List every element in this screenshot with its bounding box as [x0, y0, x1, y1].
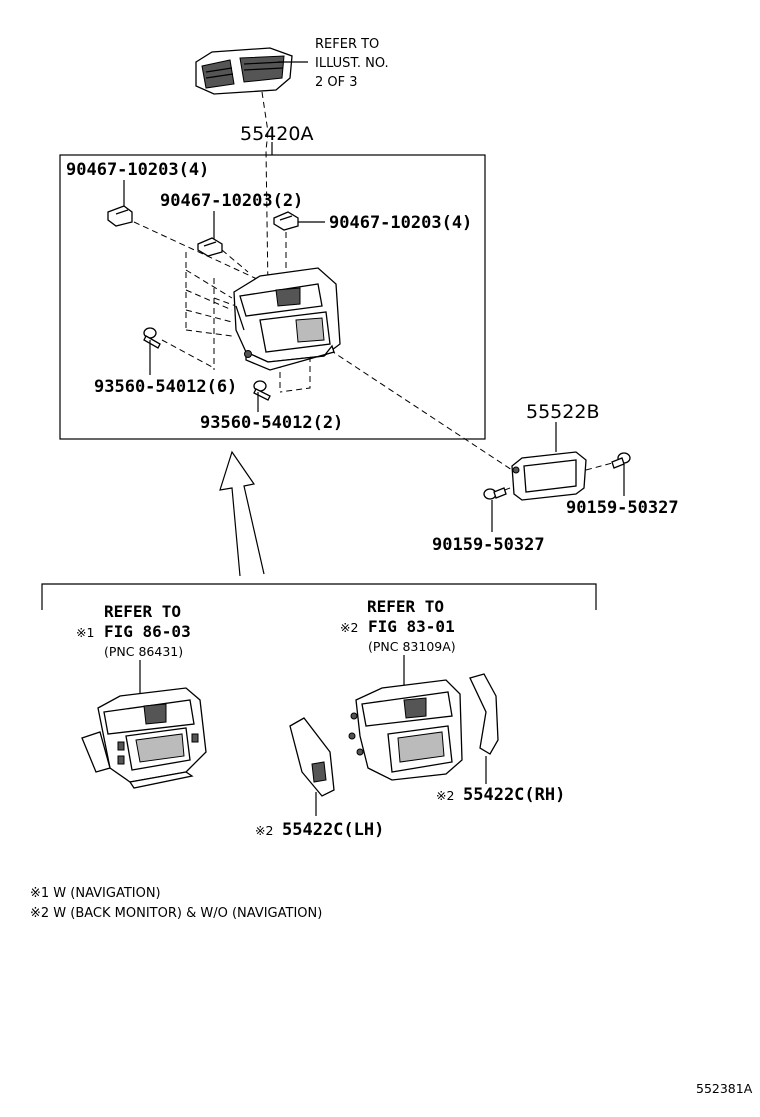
ref1-pnc: (PNC 86431) [104, 644, 183, 659]
ref2-fig: FIG 83-01 [368, 617, 455, 636]
ref1-line1: REFER TO [104, 602, 181, 621]
clip-a [107, 205, 133, 227]
up-arrow-icon [219, 450, 265, 577]
refer-top-line3: 2 OF 3 [315, 75, 358, 90]
rh-trim-part [469, 673, 499, 755]
ref1-mark: ※1 [76, 625, 94, 640]
ref2-line1: REFER TO [367, 597, 444, 616]
guide-dash [221, 249, 249, 273]
screw-c-label: 90159-50327 [566, 498, 679, 518]
ref2-pnc: (PNC 83109A) [368, 639, 456, 654]
clip-c [273, 211, 299, 231]
note-2: ※2 W (BACK MONITOR) & W/O (NAVIGATION) [30, 906, 322, 921]
guide-dash [329, 349, 513, 471]
note-1: ※1 W (NAVIGATION) [30, 886, 161, 901]
screw-d-label: 90159-50327 [432, 535, 545, 555]
lh-mark: ※2 [255, 823, 273, 838]
screw-b-label: 93560-54012(2) [200, 413, 343, 433]
lh-label: 55422C(LH) [282, 820, 384, 840]
variant-bracket [41, 583, 597, 610]
screw-b [253, 380, 271, 401]
screw-c [611, 452, 631, 469]
guide-dash [213, 278, 237, 370]
diagram-id: 552381A [696, 1081, 753, 1096]
ref2-mark: ※2 [340, 620, 358, 635]
guide-dash [585, 461, 617, 471]
lh-trim-part [289, 717, 335, 797]
clip-c-label: 90467-10203(4) [329, 213, 472, 233]
screw-a-label: 93560-54012(6) [94, 377, 237, 397]
guide-dash [261, 91, 269, 291]
console-bezel-part [233, 267, 341, 371]
clip-a-label: 90467-10203(4) [66, 160, 209, 180]
panel-part [511, 451, 587, 501]
screw-d [483, 487, 507, 500]
refer-top-line2: ILLUST. NO. [315, 56, 389, 71]
refer-top-line1: REFER TO [315, 37, 379, 52]
rh-label: 55422C(RH) [463, 785, 565, 805]
guide-dash [133, 221, 271, 286]
assembly-frame [59, 154, 486, 440]
ref1-fig: FIG 86-03 [104, 622, 191, 641]
clip-b [197, 237, 223, 257]
panel-label: 55522B [526, 401, 599, 423]
clip-b-label: 90467-10203(2) [160, 191, 303, 211]
screw-a [143, 327, 161, 349]
air-vent-part [195, 47, 293, 95]
back-monitor-bezel-part [348, 679, 463, 781]
rh-mark: ※2 [436, 788, 454, 803]
assembly-label: 55420A [240, 123, 313, 145]
navigation-bezel-part [81, 687, 207, 789]
guide-dash [185, 252, 233, 337]
guide-dash [161, 339, 215, 369]
